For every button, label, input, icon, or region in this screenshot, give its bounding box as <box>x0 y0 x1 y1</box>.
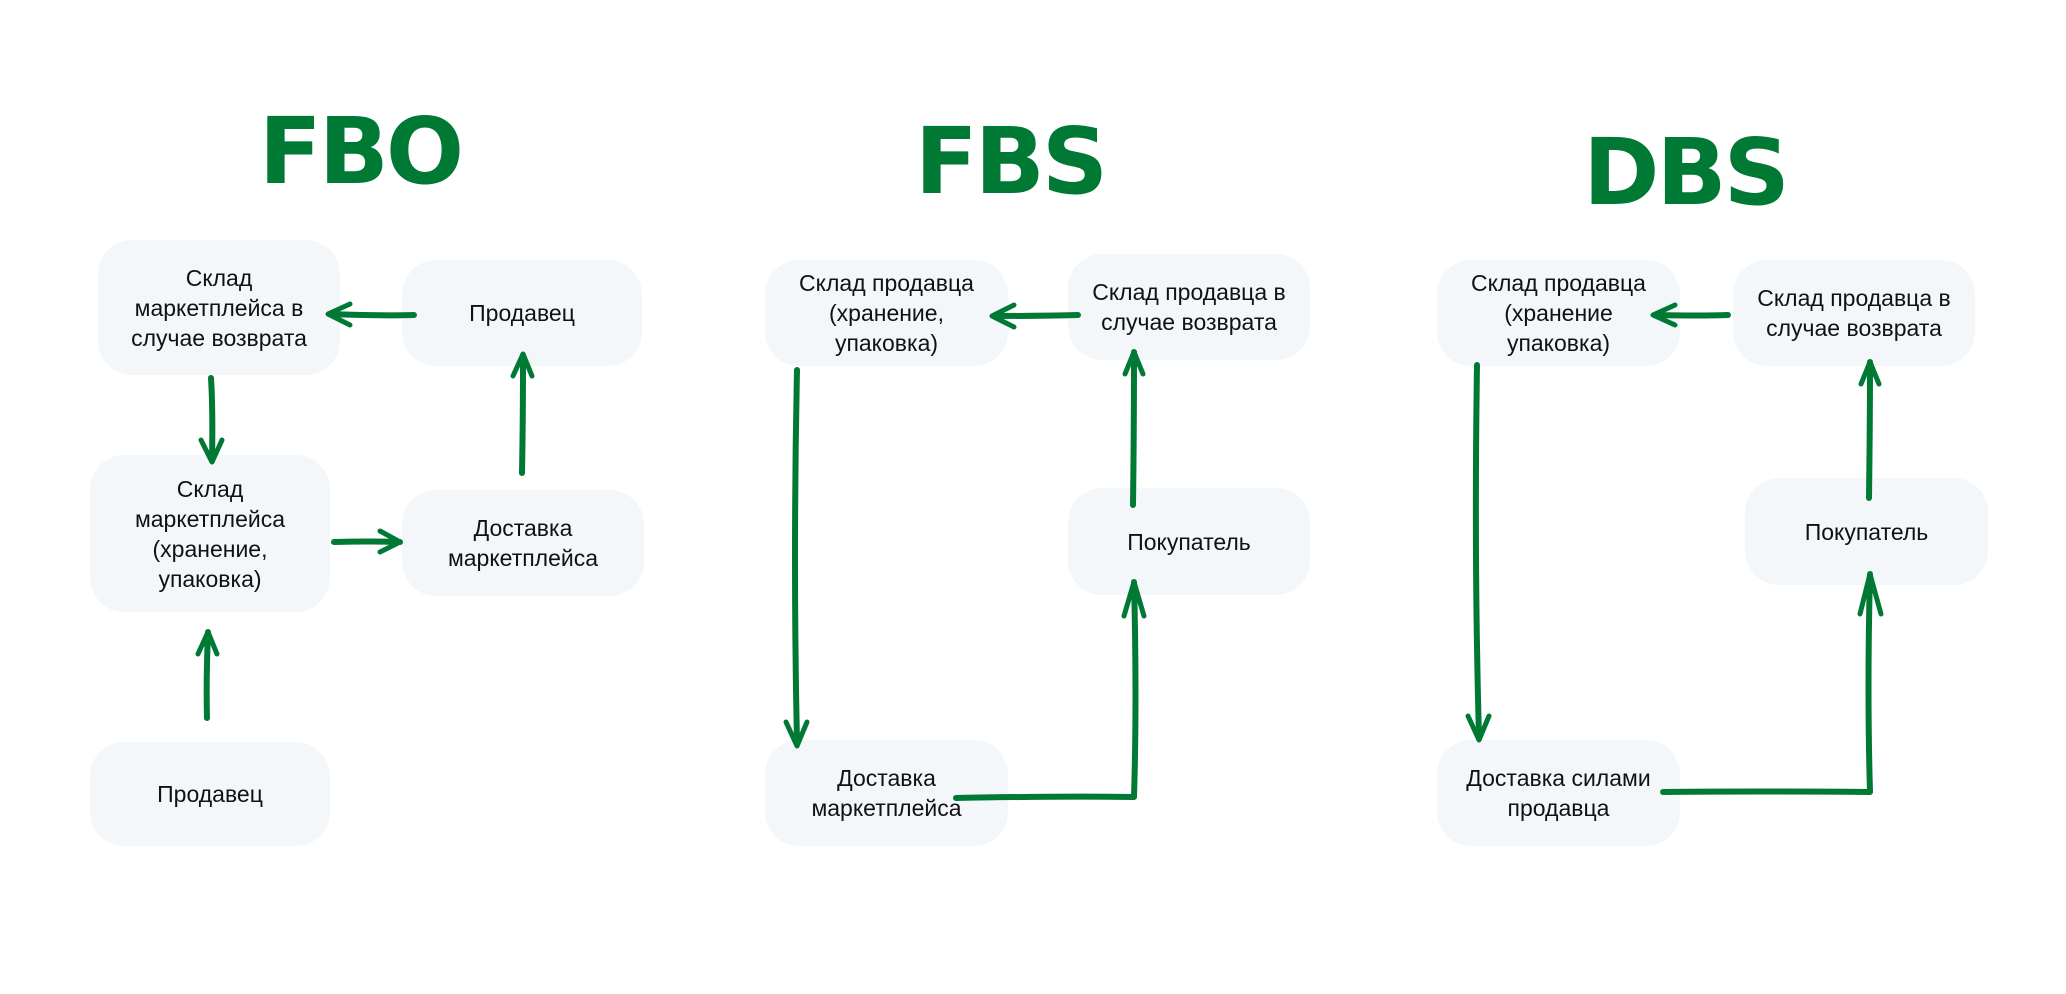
fbo-node-seller-bottom: Продавец <box>90 742 330 846</box>
dbs-arrow-delivery-to-buyer <box>1660 571 1884 795</box>
fbo-arrow-return-warehouse-to-storage <box>198 375 225 465</box>
node-label: Склад маркетплейса в случае возврата <box>131 264 307 351</box>
fbs-node-seller-return: Склад продавца в случае возврата <box>1068 254 1310 360</box>
fbs-node-buyer: Покупатель <box>1068 488 1310 595</box>
dbs-arrow-seller-storage-to-delivery <box>1465 362 1492 743</box>
fbo-title: FBO <box>258 98 464 205</box>
fbo-node-storage-warehouse: Склад маркетплейса (хранение, упаковка) <box>90 455 330 612</box>
node-label: Склад продавца в случае возврата <box>1092 279 1286 335</box>
fbs-arrow-seller-storage-to-delivery <box>783 367 810 749</box>
node-label: Доставка маркетплейса <box>811 765 962 821</box>
node-label: Склад продавца в случае возврата <box>1757 285 1951 341</box>
fbs-node-delivery: Доставка маркетплейса <box>765 740 1008 846</box>
fbo-arrow-delivery-to-seller-top <box>510 351 535 476</box>
fbs-node-seller-storage: Склад продавца (хранение, упаковка) <box>765 260 1008 366</box>
node-label: Склад маркетплейса (хранение, упаковка) <box>134 475 286 592</box>
fbo-arrow-seller-bottom-to-storage <box>195 629 220 721</box>
dbs-title: DBS <box>1583 119 1790 226</box>
node-label: Продавец <box>469 300 575 326</box>
node-label: Склад продавца (хранение, упаковка) <box>799 270 974 356</box>
node-label: Доставка маркетплейса <box>447 515 599 571</box>
fbs-arrow-buyer-to-return <box>1122 349 1146 508</box>
fbo-arrow-storage-to-delivery <box>331 528 403 555</box>
fbo-node-delivery: Доставка маркетплейса <box>402 490 644 596</box>
fbo-node-seller-top: Продавец <box>402 260 642 366</box>
fbs-title: FBS <box>914 108 1108 215</box>
dbs-node-delivery: Доставка силами продавца <box>1437 740 1680 846</box>
node-label: Продавец <box>157 781 263 807</box>
dbs-node-buyer: Покупатель <box>1745 478 1988 585</box>
fbo-node-return-warehouse: Склад маркетплейса в случае возврата <box>98 240 340 375</box>
dbs-node-seller-storage: Склад продавца (хранение упаковка) <box>1437 260 1680 366</box>
node-label: Склад продавца (хранение упаковка) <box>1471 270 1646 356</box>
node-label: Покупатель <box>1804 518 1929 545</box>
dbs-node-seller-return: Склад продавца в случае возврата <box>1733 260 1975 366</box>
node-label: Покупатель <box>1127 528 1251 555</box>
node-label: Доставка силами продавца <box>1466 765 1651 821</box>
